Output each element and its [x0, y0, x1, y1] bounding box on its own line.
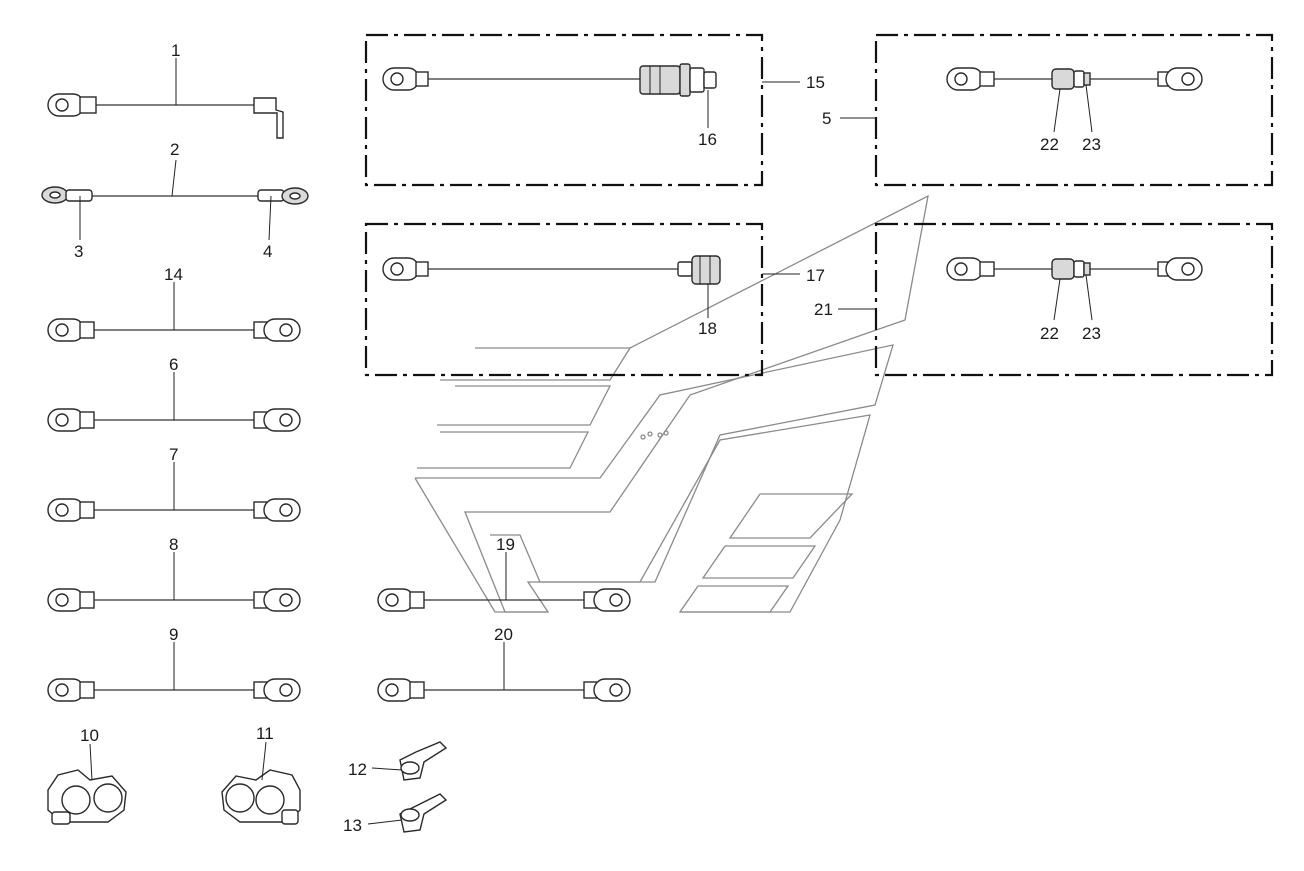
callout-6: 6	[169, 355, 178, 374]
callout-19: 19	[496, 535, 515, 554]
detail-17-content: 18 17	[382, 255, 825, 338]
battery-terminal-11: 11	[221, 724, 301, 825]
detail-21-content: 22 23 21	[814, 257, 1203, 343]
callout-12: 12	[348, 760, 367, 779]
cable-8: 8	[47, 535, 301, 612]
callout-8: 8	[169, 535, 178, 554]
callout-2: 2	[170, 140, 179, 159]
cable-20: 20	[377, 625, 631, 702]
cab-outline	[414, 194, 929, 613]
cab-detail-dots	[640, 430, 669, 440]
callout-11: 11	[256, 724, 274, 743]
cable-1: 1	[47, 41, 284, 139]
callout-23-bottom: 23	[1082, 324, 1101, 343]
callout-13: 13	[343, 816, 362, 835]
callout-10: 10	[80, 726, 99, 745]
detail-box-5	[874, 33, 1274, 187]
cable-6: 6	[47, 355, 301, 432]
callout-20: 20	[494, 625, 513, 644]
callout-4: 4	[263, 242, 272, 261]
connector-12: 12	[348, 741, 448, 781]
standard-cables: 14 6 7 8 9 19 20	[47, 265, 631, 702]
callout-1: 1	[171, 41, 180, 60]
cable-9: 9	[47, 625, 301, 702]
battery-terminal-10: 10	[47, 726, 127, 825]
callout-5: 5	[822, 109, 831, 128]
cable-7: 7	[47, 445, 301, 522]
callout-14: 14	[164, 265, 183, 284]
callout-16: 16	[698, 130, 717, 149]
callout-17: 17	[806, 266, 825, 285]
callout-22-bottom: 22	[1040, 324, 1059, 343]
cable-14: 14	[47, 265, 301, 342]
callout-7: 7	[169, 445, 178, 464]
callout-3: 3	[74, 242, 83, 261]
detail-box-15	[364, 33, 764, 187]
cable-2: 2 3 4	[41, 140, 309, 261]
callout-21: 21	[814, 300, 833, 319]
callout-9: 9	[169, 625, 178, 644]
detail-15-content: 16 15	[382, 63, 825, 149]
callout-23-top: 23	[1082, 135, 1101, 154]
cable-19: 19	[377, 535, 631, 612]
connector-13: 13	[343, 793, 448, 835]
callout-18: 18	[698, 319, 717, 338]
callout-15: 15	[806, 73, 825, 92]
detail-box-21	[874, 222, 1274, 377]
detail-5-content: 22 23 5	[822, 67, 1203, 154]
callout-22-top: 22	[1040, 135, 1059, 154]
detail-box-17	[364, 222, 764, 377]
